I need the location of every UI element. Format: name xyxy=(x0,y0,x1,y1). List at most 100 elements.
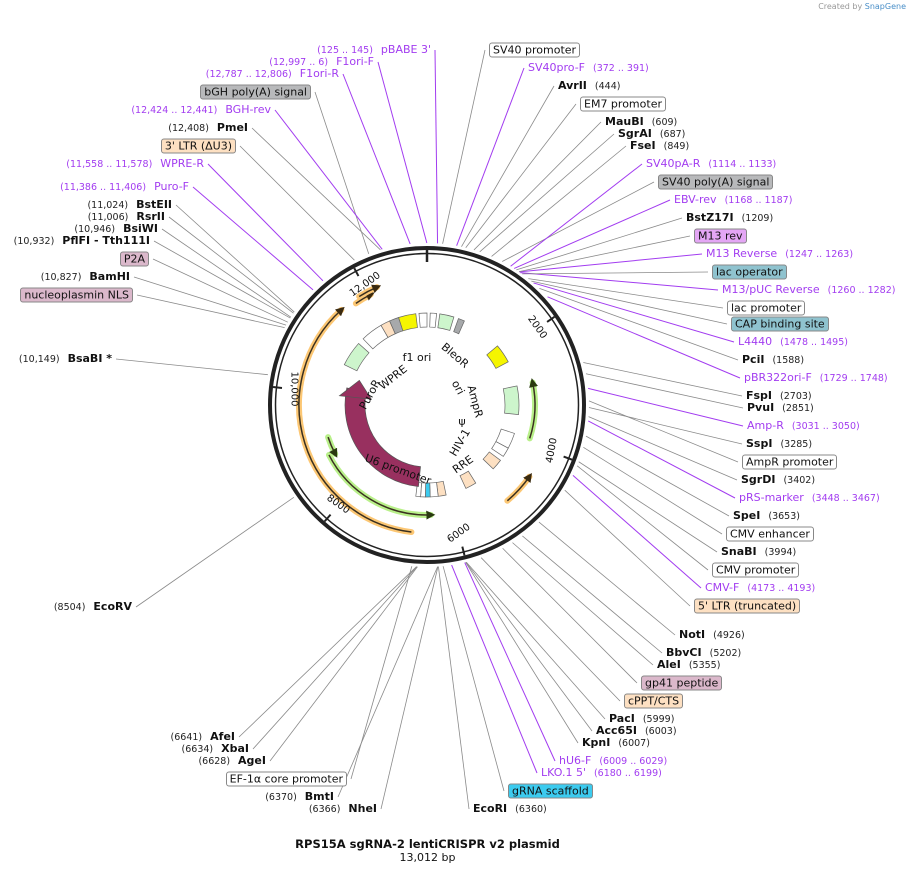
enzyme-label[interactable]: Acc65I(6003) xyxy=(596,724,677,738)
primer-name: Amp-R xyxy=(747,419,784,432)
feature-label[interactable]: M13 rev xyxy=(694,228,747,244)
primer-label[interactable]: CMV-F(4173 .. 4193) xyxy=(705,581,815,595)
enzyme-label[interactable]: SgrAI(687) xyxy=(618,127,685,141)
enzyme-label[interactable]: NotI(4926) xyxy=(679,628,745,642)
feature-label[interactable]: EF-1α core promoter xyxy=(225,771,347,787)
feature-name: 5' LTR (truncated) xyxy=(694,598,801,614)
feature-name: AmpR promoter xyxy=(742,454,838,470)
enzyme-label[interactable]: (10,946)BsiWI xyxy=(74,222,158,236)
feature-label[interactable]: CAP binding site xyxy=(731,316,829,332)
enzyme-label[interactable]: (6370)BmtI xyxy=(265,790,334,804)
enzyme-label[interactable]: PciI(1588) xyxy=(742,353,804,367)
feature-block[interactable] xyxy=(482,451,501,470)
enzyme-label[interactable]: (10,149)BsaBI * xyxy=(19,352,112,366)
feature-label[interactable]: CMV promoter xyxy=(712,562,800,578)
primer-label[interactable]: pBR322ori-F(1729 .. 1748) xyxy=(744,371,888,385)
enzyme-label[interactable]: AleI(5355) xyxy=(657,658,720,672)
primer-label[interactable]: (11,558 .. 11,578)WPRE-R xyxy=(66,157,204,171)
primer-label[interactable]: (12,997 .. 6)F1ori-F xyxy=(269,55,374,69)
enzyme-label[interactable]: (8504)EcoRV xyxy=(54,600,132,614)
feature-block[interactable] xyxy=(429,312,438,328)
enzyme-label[interactable]: PacI(5999) xyxy=(609,712,674,726)
connector-line xyxy=(461,85,555,247)
enzyme-label[interactable]: SnaBI(3994) xyxy=(721,545,796,559)
enzyme-label[interactable]: BbvCI(5202) xyxy=(666,646,741,660)
enzyme-label[interactable]: FseI(849) xyxy=(630,139,689,153)
feature-label[interactable]: P2A xyxy=(119,251,149,267)
primer-label[interactable]: (12,424 .. 12,441)BGH-rev xyxy=(131,103,271,117)
enzyme-label[interactable]: BstZ17I(1209) xyxy=(686,211,773,225)
primer-label[interactable]: EBV-rev(1168 .. 1187) xyxy=(674,193,792,207)
feature-block[interactable] xyxy=(418,312,428,328)
feature-label[interactable]: cPPT/CTS xyxy=(624,693,684,709)
feature-label[interactable]: gRNA scaffold xyxy=(508,783,593,799)
primer-name: hU6-F xyxy=(559,754,592,767)
connector-line xyxy=(513,199,671,269)
primer-label[interactable]: SV40pro-F(372 .. 391) xyxy=(528,61,649,75)
enzyme-label[interactable]: KpnI(6007) xyxy=(582,736,650,750)
primer-position: (6009 .. 6029) xyxy=(599,756,668,767)
primer-position: (1247 .. 1263) xyxy=(785,249,854,260)
feature-label[interactable]: AmpR promoter xyxy=(742,454,838,470)
enzyme-label[interactable]: (11,006)RsrII xyxy=(88,210,165,224)
enzyme-label[interactable]: (10,932)PflFI - Tth111I xyxy=(14,234,150,248)
feature-block[interactable] xyxy=(453,318,465,335)
feature-label[interactable]: SV40 promoter xyxy=(489,42,581,58)
primer-label[interactable]: (12,787 .. 12,806)F1ori-R xyxy=(206,67,339,81)
primer-position: (1260 .. 1282) xyxy=(827,285,896,296)
enzyme-label[interactable]: (10,827)BamHI xyxy=(41,270,130,284)
primer-label[interactable]: (11,386 .. 11,406)Puro-F xyxy=(60,180,189,194)
feature-block[interactable] xyxy=(459,470,477,489)
feature-block[interactable] xyxy=(491,441,509,457)
enzyme-name: BsaBI * xyxy=(67,352,112,365)
enzyme-label[interactable]: (6366)NheI xyxy=(309,802,377,816)
enzyme-label[interactable]: EcoRI(6360) xyxy=(473,802,547,816)
feature-label[interactable]: lac promoter xyxy=(727,300,806,316)
enzyme-label[interactable]: PvuI(2851) xyxy=(747,401,814,415)
feature-block[interactable] xyxy=(437,313,455,331)
primer-name: M13 Reverse xyxy=(706,247,778,260)
feature-label[interactable]: gp41 peptide xyxy=(641,675,723,691)
enzyme-label[interactable]: SgrDI(3402) xyxy=(741,473,815,487)
feature-block[interactable] xyxy=(398,313,418,332)
primer-position: (1729 .. 1748) xyxy=(819,373,888,384)
enzyme-label[interactable]: (6634)XbaI xyxy=(182,742,249,756)
enzyme-label[interactable]: FspI(2703) xyxy=(746,389,812,403)
enzyme-label[interactable]: MauBI(609) xyxy=(605,115,677,129)
enzyme-label[interactable]: SpeI(3653) xyxy=(733,509,800,523)
feature-label[interactable]: CMV enhancer xyxy=(726,526,814,542)
feature-block[interactable] xyxy=(502,385,520,416)
enzyme-position: (6360) xyxy=(515,804,547,815)
connector-line xyxy=(152,258,288,323)
cas9-feature-arc[interactable] xyxy=(344,387,421,487)
primer-label[interactable]: M13/pUC Reverse(1260 .. 1282) xyxy=(722,283,895,297)
enzyme-label[interactable]: SspI(3285) xyxy=(746,437,812,451)
feature-label[interactable]: nucleoplasmin NLS xyxy=(20,287,133,303)
enzyme-label[interactable]: (11,024)BstEII xyxy=(87,198,172,212)
feature-block[interactable] xyxy=(343,342,370,372)
enzyme-label[interactable]: AvrII(444) xyxy=(558,79,620,93)
enzyme-label[interactable]: (12,408)PmeI xyxy=(168,121,248,135)
feature-block[interactable] xyxy=(486,345,509,369)
primer-name: F1ori-R xyxy=(299,67,339,80)
primer-label[interactable]: M13 Reverse (1247 .. 1263) xyxy=(706,247,853,261)
primer-label[interactable]: pRS-marker(3448 .. 3467) xyxy=(739,491,880,505)
feature-label[interactable]: SV40 poly(A) signal xyxy=(658,174,774,190)
primer-label[interactable]: hU6-F (6009 .. 6029) xyxy=(559,754,667,768)
enzyme-label[interactable]: (6641)AfeI xyxy=(171,730,235,744)
feature-label[interactable]: 3' LTR (ΔU3) xyxy=(160,138,236,154)
connector-line xyxy=(588,387,744,427)
enzyme-label[interactable]: (6628)AgeI xyxy=(198,754,266,768)
feature-label[interactable]: lac operator xyxy=(712,264,787,280)
primer-label[interactable]: (125 .. 145)pBABE 3' xyxy=(317,43,431,57)
feature-label[interactable]: EM7 promoter xyxy=(580,96,666,112)
feature-label[interactable]: bGH poly(A) signal xyxy=(200,84,311,100)
primer-label[interactable]: Amp-R(3031 .. 3050) xyxy=(747,419,860,433)
primer-label[interactable]: SV40pA-R(1114 .. 1133) xyxy=(646,157,776,171)
primer-label[interactable]: L4440(1478 .. 1495) xyxy=(738,335,848,349)
primer-position: (125 .. 145) xyxy=(317,45,373,56)
primer-label[interactable]: LKO.1 5'(6180 .. 6199) xyxy=(541,766,662,780)
feature-name: EM7 promoter xyxy=(580,96,666,112)
feature-label[interactable]: 5' LTR (truncated) xyxy=(694,598,801,614)
